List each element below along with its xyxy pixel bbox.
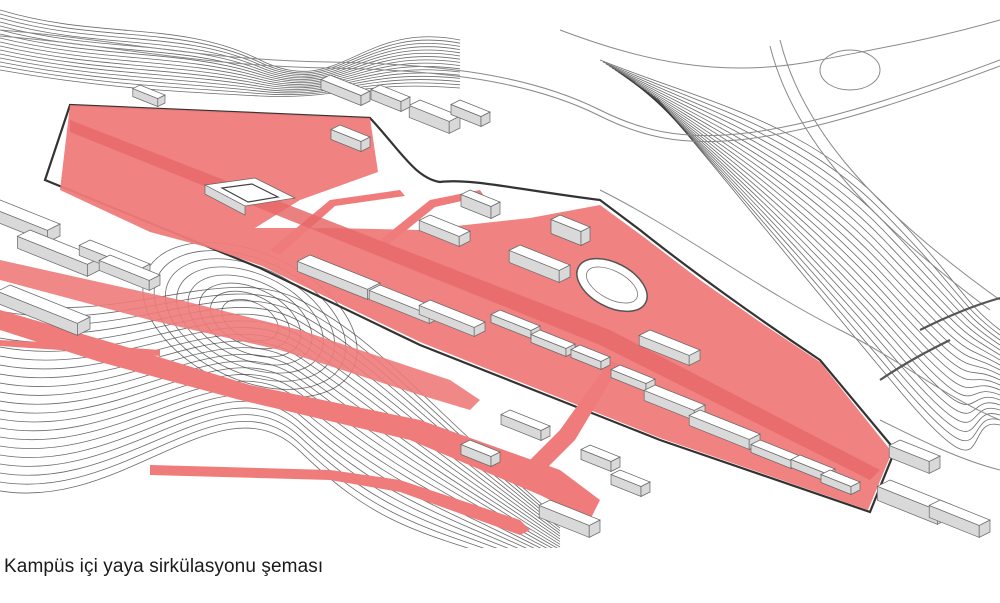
diagram-caption: Kampüs içi yaya sirkülasyonu şeması (4, 556, 324, 577)
campus-boundary (43, 103, 897, 514)
central-pedestrian-axis (70, 120, 880, 480)
running-track (576, 257, 648, 313)
campus-buildings (0, 74, 991, 538)
stadium (203, 177, 297, 216)
campus-circulation-diagram (0, 9, 1000, 548)
road-network (0, 19, 1000, 471)
